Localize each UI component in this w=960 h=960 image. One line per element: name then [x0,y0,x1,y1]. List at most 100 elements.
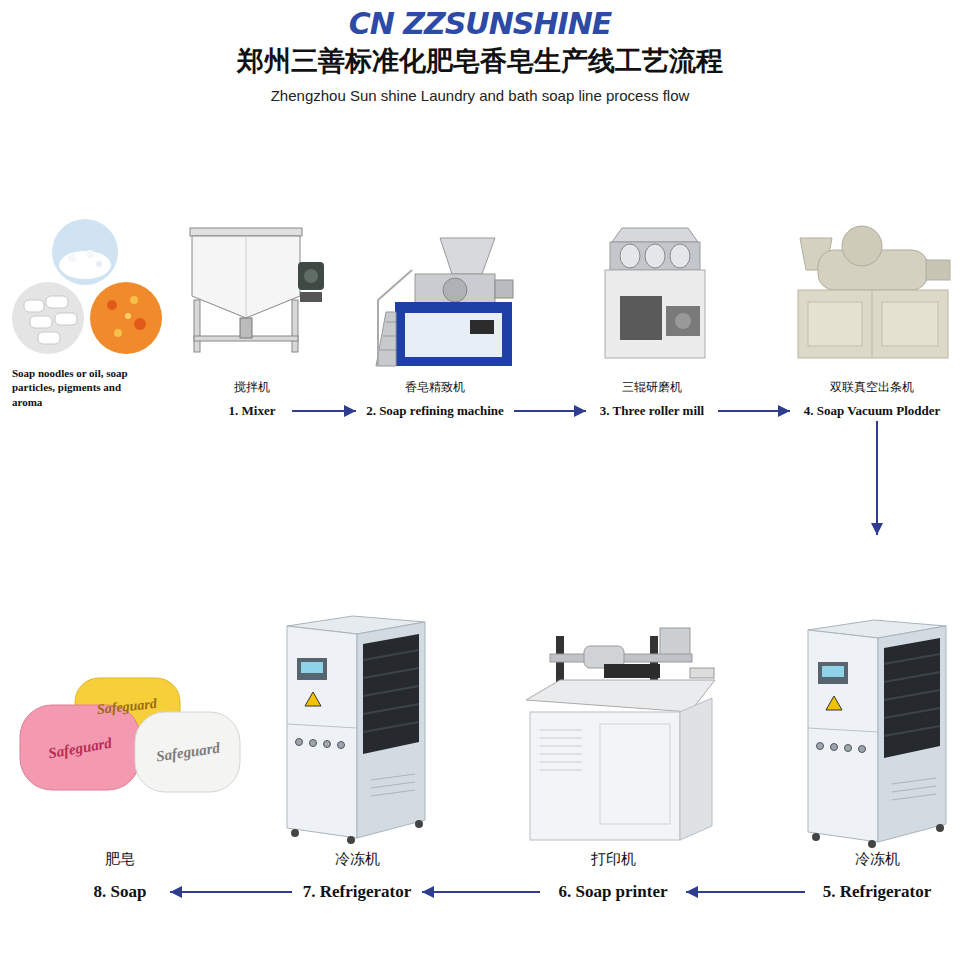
process-station: 三辊研磨机3. Three roller mill [586,228,718,421]
process-station: 冷冻机7. Refrigerator [292,615,422,904]
illustration-part [55,313,77,325]
illustration-part [114,329,122,337]
illustration-part [882,302,938,346]
illustration-part [46,296,68,308]
subtitle: Zhengzhou Sun shine Laundry and bath soa… [0,87,960,105]
illustration-part [443,278,467,302]
illustration-part [12,282,84,354]
illustration-part [38,332,60,344]
illustration-part [292,300,298,352]
flow-arrow [514,410,586,412]
illustration-part [52,219,118,285]
vacuum-plodder-drawing [798,226,950,358]
illustration-part [405,313,502,357]
illustration-part [808,302,862,346]
soap-printer-drawing [526,628,715,840]
illustration-part [604,664,660,678]
illustration-part [620,296,662,340]
illustration-part [872,290,873,358]
soap-brand: Safeguard [137,736,239,768]
illustration-part [600,724,670,824]
station-name-en: 1. Mixer [229,403,276,419]
illustration-part [20,705,140,790]
station-name-en: 8. Soap [94,882,147,902]
material-text: Soap noodles or oil, soap particles, pig… [12,366,152,409]
illustration-part [540,738,582,739]
illustration-part [96,261,102,267]
flow-arrow [422,891,540,893]
mixer-drawing [190,228,324,352]
illustration-part [59,251,111,279]
illustration-part [24,300,44,312]
diagram-title: 郑州三善标准化肥皂香皂生产线工艺流程 [0,44,960,78]
refrigerator-drawing [808,620,946,848]
illustration-part [383,336,396,337]
illustration-part [675,313,691,329]
illustration-part [605,270,705,358]
refining-machine-drawing [376,238,513,366]
illustration-part [304,269,318,283]
illustration-part [540,730,582,731]
illustration-part [666,306,700,336]
illustration-part [645,244,665,268]
raw-materials [12,219,162,354]
illustration-part [540,754,582,755]
illustration-part [90,282,162,354]
flow-arrow [686,891,805,893]
station-name-zh: 冷冻机 [855,850,900,868]
illustration-part [680,698,712,840]
illustration-part [495,280,513,298]
illustration-part [386,322,396,323]
illustration-part [300,292,322,302]
illustration-part [125,313,131,319]
station-name-en: 4. Soap Vacuum Plodder [804,403,941,419]
illustration-part [415,274,495,304]
illustration-part [540,762,582,763]
station-name-zh: 香皂精致机 [405,380,465,395]
illustration-part [107,300,117,310]
flow-arrow [876,421,878,535]
process-station: 双联真空出条机4. Soap Vacuum Plodder [790,228,954,421]
illustration-part [526,680,715,712]
station-name-en: 5. Refrigerator [823,882,932,902]
station-name-zh: 冷冻机 [335,850,380,868]
flow-arrow [170,891,292,893]
station-name-zh: 打印机 [591,850,636,868]
process-station: 打印机 6. Soap printer [540,620,686,904]
illustration-part [842,226,882,266]
illustration-part [377,300,379,366]
process-station: 冷冻机 5. Refrigerator [805,535,949,904]
illustration-part [194,300,200,352]
illustration-part [395,302,512,366]
illustration-part [690,668,714,678]
flow-arrow [718,410,790,412]
illustration-part [378,270,412,300]
illustration-part [190,228,302,236]
illustration-part [380,350,396,351]
soap-bars-drawing [20,678,240,792]
brand-logo: CN ZZSUNSHINE [0,6,960,42]
illustration-part [670,244,690,268]
illustration-part [926,260,950,280]
process-station: 搅拌机1. Mixer [212,228,292,421]
illustration-part [86,250,94,258]
illustration-part [610,242,700,270]
station-name-zh: 三辊研磨机 [622,380,682,395]
material-note: Soap noodles or oil, soap particles, pig… [12,366,152,409]
illustration-part [620,244,640,268]
soap-brand: Safeguard [29,730,131,765]
soap-brand: Safeguard [76,694,177,721]
illustration-part [192,236,300,318]
refrigerator-drawing [287,616,425,844]
flow-arrow [292,410,356,412]
illustration-part [130,296,138,304]
station-name-en: 2. Soap refining machine [366,403,504,419]
illustration-part [530,712,680,840]
process-station: 香皂精致机 2. Soap refining machine [356,228,514,421]
station-name-en: 6. Soap printer [558,882,667,902]
illustration-part [612,228,698,242]
